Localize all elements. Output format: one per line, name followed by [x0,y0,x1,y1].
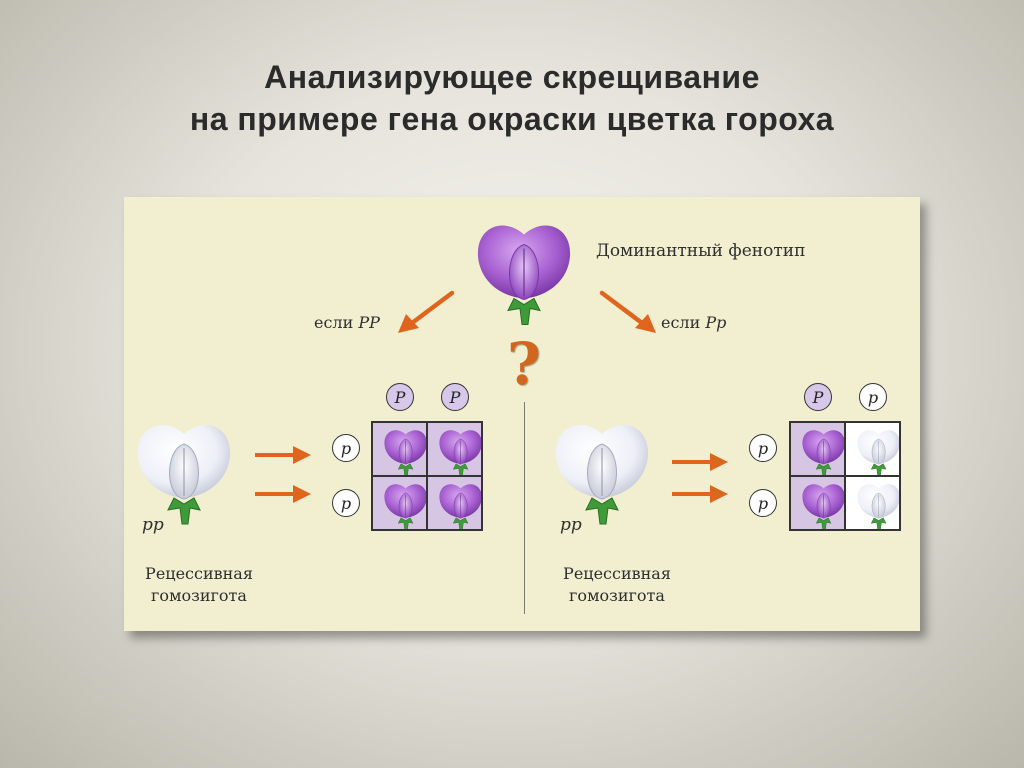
allele-side-left-1: p [332,434,360,462]
diagram-panel: Доминантный фенотип если PP если Pp ? pp… [124,197,920,631]
offspring-cell [372,422,427,476]
allele-top-right-1: P [804,383,832,411]
allele-side-right-2: p [749,489,777,517]
center-divider [524,402,525,614]
caption-left-line-1: Рецессивная [145,564,253,583]
tester-genotype-left: pp [142,515,164,535]
branch-left-genotype: PP [358,313,380,332]
purple-pea-flower-icon [373,477,426,529]
orange-arrow-icon [669,482,731,506]
caption-left: Рецессивная гомозигота [134,563,264,607]
offspring-cell [845,422,900,476]
punnett-square-left [371,421,483,531]
punnett-square-right [789,421,901,531]
title-line-1: Анализирующее скрещивание [264,59,760,95]
purple-pea-flower-icon [428,423,481,475]
caption-right-line-2: гомозигота [569,586,665,605]
tester-genotype-right: pp [560,515,582,535]
branch-left-label: если PP [314,313,380,332]
caption-right: Рецессивная гомозигота [552,563,682,607]
branch-right-prefix: если [661,313,701,332]
offspring-cell [845,476,900,530]
allele-top-left-2: P [441,383,469,411]
offspring-cell [427,476,482,530]
offspring-cell [790,476,845,530]
orange-arrow-icon [599,290,656,333]
offspring-cell [372,476,427,530]
branch-right-genotype: Pp [705,313,727,332]
allele-side-left-2: p [332,489,360,517]
allele-top-left-1: P [386,383,414,411]
offspring-cell [427,422,482,476]
purple-pea-flower-icon [428,477,481,529]
allele-side-right-1: p [749,434,777,462]
purple-pea-flower-icon [791,423,844,475]
orange-arrow-icon [252,482,314,506]
caption-left-line-2: гомозигота [151,586,247,605]
branch-right-label: если Pp [661,313,726,332]
caption-right-line-1: Рецессивная [563,564,671,583]
purple-pea-flower-icon [474,216,574,331]
white-pea-flower-icon [134,417,234,529]
question-mark: ? [507,330,541,398]
dominant-phenotype-label: Доминантный фенотип [596,241,806,261]
orange-arrow-icon [252,443,314,467]
offspring-cell [790,422,845,476]
orange-arrow-icon [398,290,455,333]
white-pea-flower-icon [552,417,652,529]
purple-pea-flower-icon [373,423,426,475]
title-line-2: на примере гена окраски цветка гороха [189,101,835,137]
purple-pea-flower-icon [791,477,844,529]
branch-left-prefix: если [314,313,354,332]
white-pea-flower-icon [846,423,899,475]
orange-arrow-icon [669,450,731,474]
allele-top-right-2: p [859,383,887,411]
white-pea-flower-icon [846,477,899,529]
page-title: Анализирующее скрещивание на примере ген… [0,56,1024,140]
